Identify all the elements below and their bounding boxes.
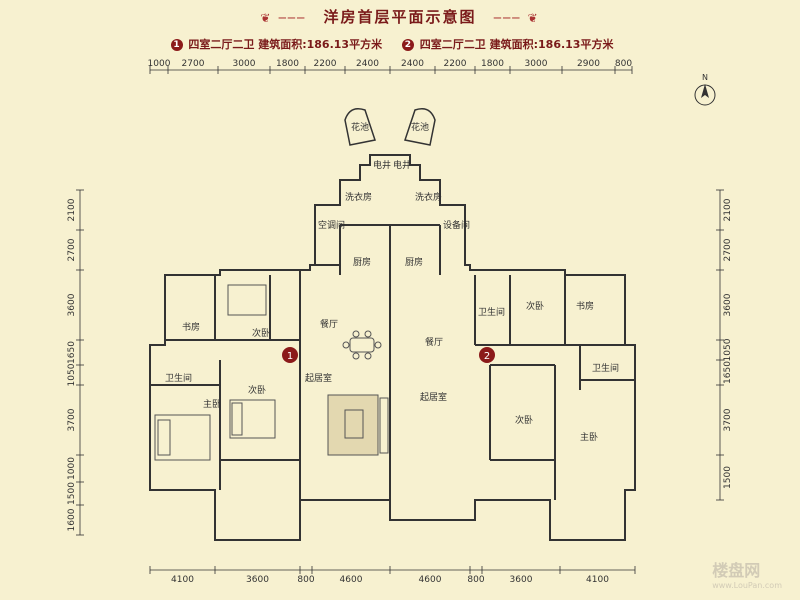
legend-area-unit-1: 平方米	[349, 38, 383, 51]
dim-label: 1600	[67, 508, 77, 531]
room-equipment: 设备间	[443, 219, 470, 231]
room-dining-left: 餐厅	[320, 318, 338, 330]
unit-1-marker-label: 1	[287, 351, 293, 362]
dim-label: 4100	[171, 575, 194, 585]
room-kitchen-right: 厨房	[405, 256, 423, 268]
room-bedroom-1: 次卧	[252, 327, 270, 339]
dim-label: 3600	[246, 575, 269, 585]
room-labels: 花池 花池 电井 电井 空调间 洗衣房 洗衣房 设备间 厨房 厨房 餐厅 餐厅 …	[165, 121, 619, 443]
dim-label: 2400	[356, 59, 379, 69]
room-study-right: 书房	[576, 300, 594, 312]
room-bath-right: 卫生间	[478, 306, 505, 318]
ornament-right-icon: ─── ❦	[493, 11, 540, 25]
room-dining-right: 餐厅	[425, 336, 443, 348]
dim-label: 3700	[67, 408, 77, 431]
legend-unit-2: 2 四室二厅二卫 建筑面积:186.13平方米	[401, 38, 614, 51]
title-text: 洋房首层平面示意图	[323, 8, 477, 26]
dim-label: 1000	[148, 59, 171, 69]
watermark: 楼盘网 www.LouPan.com	[712, 557, 782, 590]
dining-table-left	[342, 330, 382, 360]
legend-area-2: 186.13	[538, 38, 581, 51]
dim-label: 4100	[586, 575, 609, 585]
dim-label: 2700	[182, 59, 205, 69]
unit-2-marker: 2	[479, 347, 495, 363]
dim-label: 4600	[340, 575, 363, 585]
dim-label: 3600	[67, 293, 77, 316]
legend: 1 四室二厅二卫 建筑面积:186.13平方米 2 四室二厅二卫 建筑面积:18…	[0, 36, 800, 52]
room-flower-bed-right: 花池	[411, 121, 429, 133]
dim-label: 1500	[67, 482, 77, 505]
room-study-left: 书房	[182, 321, 200, 333]
dim-label: 1650	[723, 361, 733, 384]
room-master-left: 主卧	[203, 398, 221, 410]
watermark-main: 楼盘网	[712, 561, 761, 580]
dim-label: 1050	[723, 338, 733, 361]
page-title: ❦ ─── 洋房首层平面示意图 ─── ❦	[0, 6, 800, 27]
dim-label: 2100	[67, 198, 77, 221]
legend-marker-2: 2	[401, 39, 414, 51]
flower-beds	[344, 108, 436, 146]
legend-area-label-2: 建筑面积:	[489, 38, 539, 51]
legend-area-unit-2: 平方米	[580, 38, 614, 51]
dim-label: 2700	[67, 238, 77, 261]
ornament-left-icon: ❦ ───	[260, 11, 307, 25]
room-shaft-right: 电井	[393, 159, 411, 171]
legend-area-1: 186.13	[306, 38, 350, 51]
legend-unit-1: 1 四室二厅二卫 建筑面积:186.13平方米	[170, 38, 386, 51]
room-bedroom-3: 次卧	[526, 300, 544, 312]
sofa-area-left	[327, 394, 389, 456]
dim-label: 1500	[723, 466, 733, 489]
beds	[154, 284, 276, 461]
dim-label: 3000	[525, 59, 548, 69]
dim-label: 2700	[723, 238, 733, 261]
room-kitchen-left: 厨房	[353, 256, 371, 268]
room-master-right: 主卧	[580, 431, 598, 443]
room-laundry-right: 洗衣房	[415, 191, 442, 203]
unit-2-marker-label: 2	[484, 351, 490, 362]
dim-label: 2100	[723, 198, 733, 221]
dim-label: 800	[467, 575, 484, 585]
room-shaft-left: 电井	[373, 159, 391, 171]
legend-rooms-1: 四室二厅二卫	[188, 38, 255, 51]
room-bath-right-2: 卫生间	[592, 362, 619, 374]
dim-label: 1650	[67, 341, 77, 364]
legend-area-label-1: 建筑面积:	[258, 38, 307, 51]
dim-label: 2200	[314, 59, 337, 69]
dim-label: 2900	[577, 59, 600, 69]
dim-label: 3600	[510, 575, 533, 585]
room-flower-bed-left: 花池	[351, 121, 369, 133]
dim-label: 1000	[67, 457, 77, 480]
legend-rooms-2: 四室二厅二卫	[419, 38, 486, 51]
walls	[149, 154, 636, 541]
dim-label: 1800	[276, 59, 299, 69]
dim-label: 1800	[481, 59, 504, 69]
room-laundry-left: 洗衣房	[345, 191, 372, 203]
room-bedroom-4: 次卧	[515, 414, 533, 426]
dim-label: 4600	[419, 575, 442, 585]
dim-label: 3700	[723, 408, 733, 431]
dim-label: 3600	[723, 293, 733, 316]
compass-label: N	[702, 73, 708, 82]
dim-label: 2200	[444, 59, 467, 69]
room-bath-left: 卫生间	[165, 372, 192, 384]
dim-label: 2400	[401, 59, 424, 69]
dim-label: 800	[297, 575, 314, 585]
room-bedroom-2: 次卧	[248, 384, 266, 396]
room-living-right: 起居室	[420, 391, 447, 403]
watermark-sub: www.LouPan.com	[712, 581, 782, 590]
room-ac: 空调间	[318, 219, 345, 231]
compass-icon: N	[694, 73, 716, 106]
unit-1-marker: 1	[282, 347, 298, 363]
legend-marker-1: 1	[170, 39, 183, 51]
room-living-left: 起居室	[305, 372, 332, 384]
dim-label: 800	[615, 59, 632, 69]
dim-label: 3000	[233, 59, 256, 69]
dim-label: 1050	[67, 363, 77, 386]
